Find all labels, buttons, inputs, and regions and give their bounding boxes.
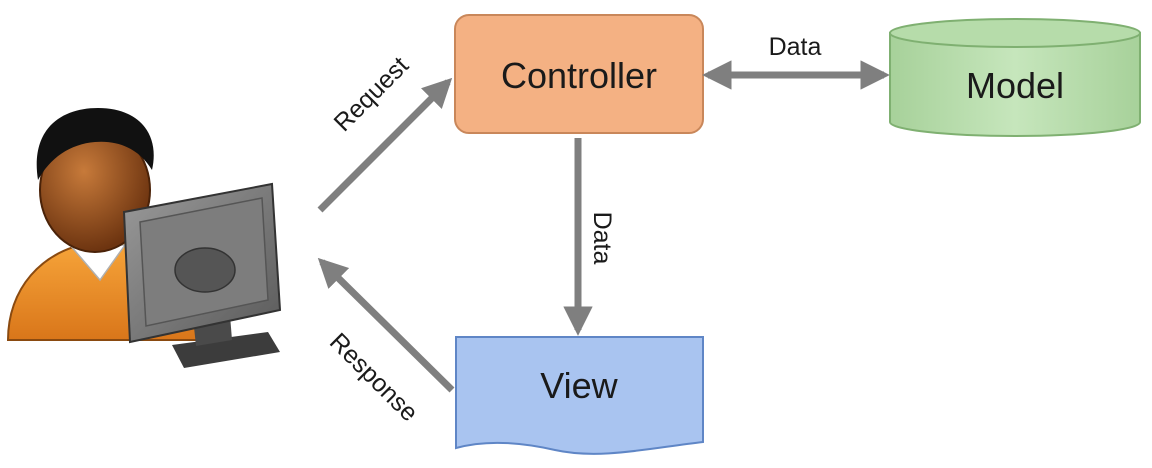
controller-view-label: Data xyxy=(588,212,616,265)
view-label: View xyxy=(540,365,618,406)
response-arrow xyxy=(317,257,455,393)
model-label: Model xyxy=(966,65,1064,106)
controller-label: Controller xyxy=(501,55,657,96)
controller-model-label: Data xyxy=(769,33,822,61)
request-arrow xyxy=(317,77,453,213)
view-node: View xyxy=(455,336,704,455)
user-at-computer-icon xyxy=(6,108,282,368)
model-node: Model xyxy=(889,18,1141,137)
controller-node: Controller xyxy=(454,14,704,134)
